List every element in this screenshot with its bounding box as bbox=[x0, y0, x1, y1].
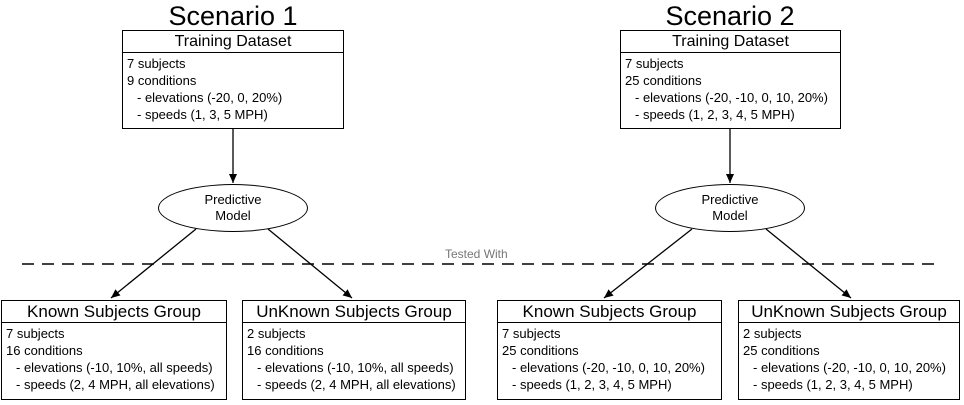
scenario-1-title: Scenario 1 bbox=[168, 1, 298, 31]
s1-model-to-known-arrow bbox=[110, 228, 197, 299]
divider-label: Tested With bbox=[442, 247, 511, 261]
s1-known-speeds: - speeds (2, 4 MPH, all elevations) bbox=[16, 377, 215, 392]
scenario-2-title: Scenario 2 bbox=[665, 1, 795, 31]
s1-model-line-1: Predictive bbox=[204, 192, 262, 207]
s1-known-heading: Known Subjects Group bbox=[2, 301, 226, 323]
s2-training-subjects: 7 subjects bbox=[625, 56, 684, 71]
s2-model-line-1: Predictive bbox=[701, 192, 759, 207]
s1-model-to-unknown-arrow bbox=[267, 228, 353, 299]
s2-training-dataset-box: Training Dataset 7 subjects 25 condition… bbox=[620, 30, 841, 129]
s2-unknown-heading: UnKnown Subjects Group bbox=[739, 301, 959, 323]
s1-known-elevations: - elevations (-10, 10%, all speeds) bbox=[16, 360, 213, 375]
s2-known-subjects-box: Known Subjects Group 7 subjects 25 condi… bbox=[497, 300, 722, 400]
s2-known-subjects: 7 subjects bbox=[502, 326, 561, 341]
s1-training-heading: Training Dataset bbox=[123, 31, 343, 53]
s2-training-elevations: - elevations (-20, -10, 0, 10, 20%) bbox=[635, 90, 828, 105]
s1-known-subjects-box: Known Subjects Group 7 subjects 16 condi… bbox=[1, 300, 227, 400]
s1-unknown-elevations: - elevations (-10, 10%, all speeds) bbox=[257, 360, 454, 375]
s1-unknown-subjects-box: UnKnown Subjects Group 2 subjects 16 con… bbox=[242, 300, 466, 400]
s2-unknown-speeds: - speeds (1, 2, 3, 4, 5 MPH) bbox=[753, 377, 913, 392]
s1-unknown-conditions: 16 conditions bbox=[247, 343, 324, 358]
s1-training-dataset-box: Training Dataset 7 subjects 9 conditions… bbox=[122, 30, 344, 129]
s1-unknown-subjects: 2 subjects bbox=[247, 326, 306, 341]
s2-unknown-subjects-box: UnKnown Subjects Group 2 subjects 25 con… bbox=[738, 300, 960, 400]
s1-known-subjects: 7 subjects bbox=[6, 326, 65, 341]
s1-model-line-2: Model bbox=[215, 208, 251, 223]
s2-known-conditions: 25 conditions bbox=[502, 343, 579, 358]
s1-training-speeds: - speeds (1, 3, 5 MPH) bbox=[137, 107, 268, 122]
s2-predictive-model: Predictive Model bbox=[655, 184, 805, 232]
s2-known-speeds: - speeds (1, 2, 3, 4, 5 MPH) bbox=[512, 377, 672, 392]
s2-training-heading: Training Dataset bbox=[621, 31, 840, 53]
s1-known-conditions: 16 conditions bbox=[6, 343, 83, 358]
s1-training-elevations: - elevations (-20, 0, 20%) bbox=[137, 90, 283, 105]
s2-unknown-elevations: - elevations (-20, -10, 0, 10, 20%) bbox=[753, 360, 946, 375]
s2-model-line-2: Model bbox=[712, 208, 748, 223]
s1-training-subjects: 7 subjects bbox=[127, 56, 186, 71]
s2-unknown-subjects: 2 subjects bbox=[743, 326, 802, 341]
s1-predictive-model: Predictive Model bbox=[158, 184, 308, 232]
s2-unknown-conditions: 25 conditions bbox=[743, 343, 820, 358]
s2-known-elevations: - elevations (-20, -10, 0, 10, 20%) bbox=[512, 360, 705, 375]
s1-training-conditions: 9 conditions bbox=[127, 73, 197, 88]
s1-unknown-speeds: - speeds (2, 4 MPH, all elevations) bbox=[257, 377, 456, 392]
s2-model-to-known-arrow bbox=[603, 228, 693, 299]
s2-training-speeds: - speeds (1, 2, 3, 4, 5 MPH) bbox=[635, 107, 795, 122]
s2-training-conditions: 25 conditions bbox=[625, 73, 702, 88]
s1-unknown-heading: UnKnown Subjects Group bbox=[243, 301, 465, 323]
s2-known-heading: Known Subjects Group bbox=[498, 301, 721, 323]
s2-model-to-unknown-arrow bbox=[765, 228, 852, 299]
